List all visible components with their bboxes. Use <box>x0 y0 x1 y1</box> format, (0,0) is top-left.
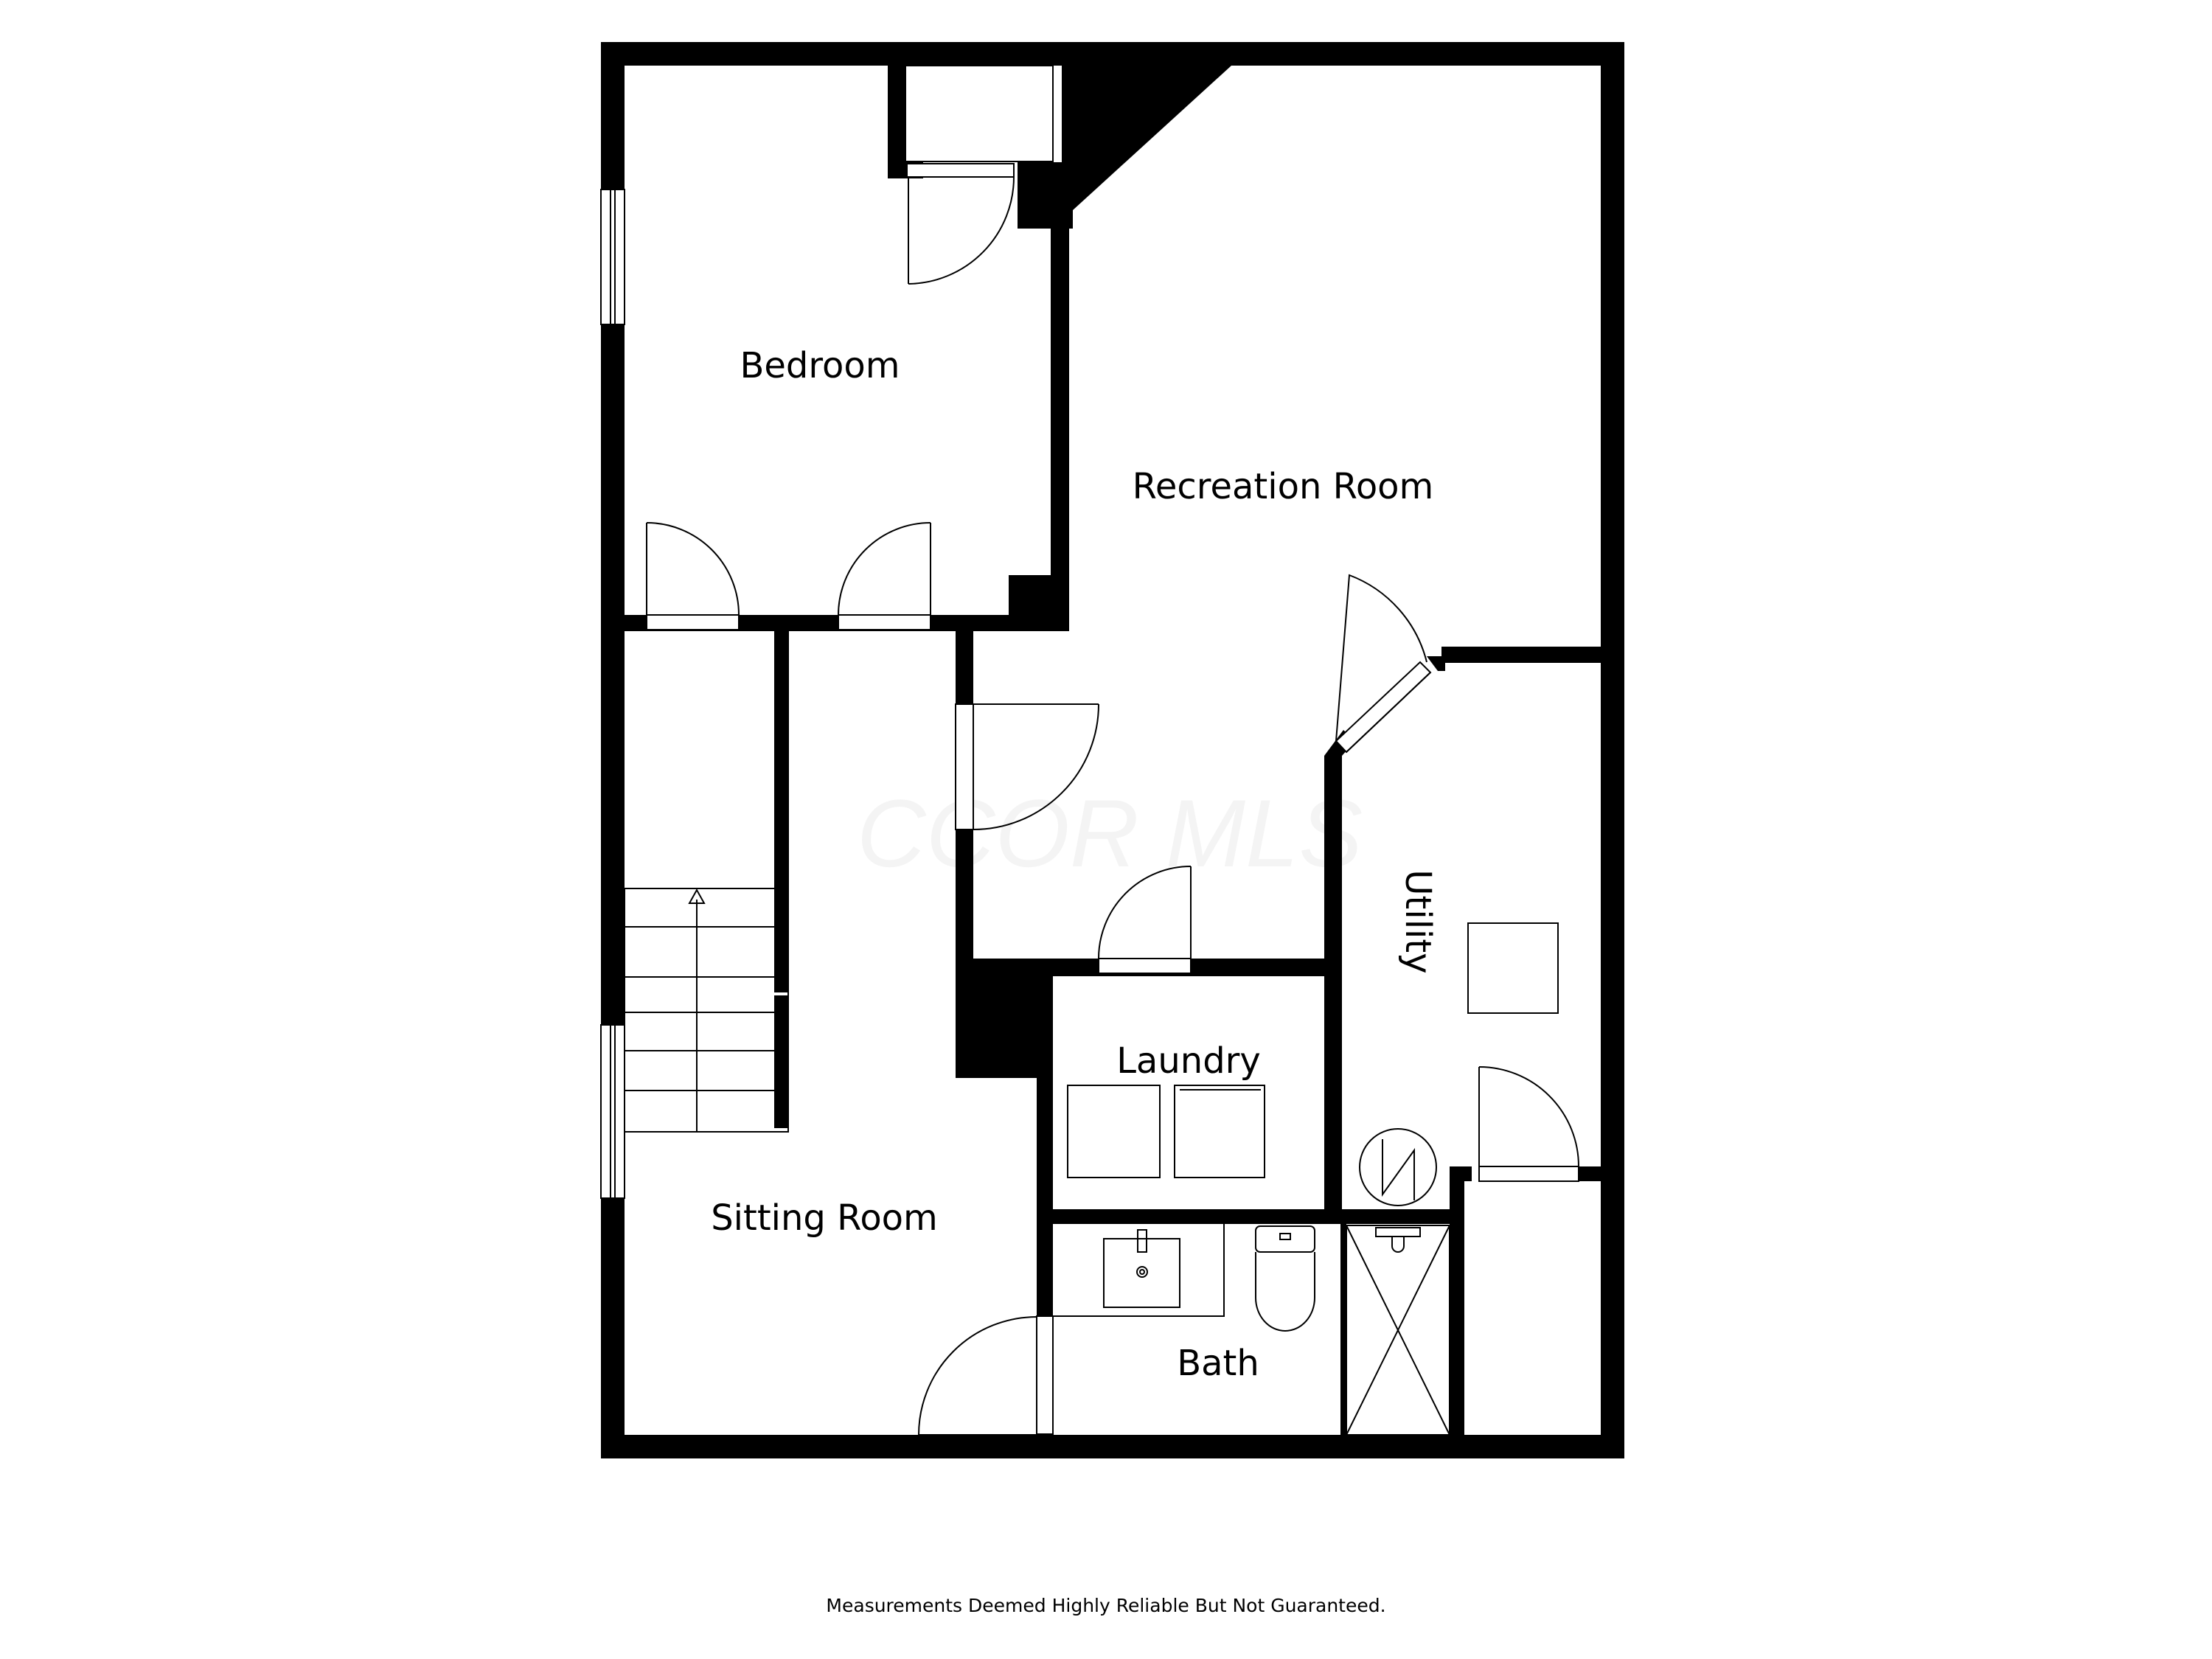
water-heater <box>1359 1128 1437 1206</box>
dryer <box>1174 1085 1265 1178</box>
bedroom-closet <box>905 65 1054 178</box>
room-label-sitting-room: Sitting Room <box>711 1197 938 1239</box>
door-laundry[interactable] <box>1098 866 1192 974</box>
door-utility[interactable] <box>1335 574 1432 754</box>
door-bedroom-right[interactable] <box>838 522 931 630</box>
door-recreation-room-west[interactable] <box>955 703 1099 830</box>
door-bedroom-left[interactable] <box>646 522 740 630</box>
room-label-recreation-room: Recreation Room <box>1133 466 1434 507</box>
shower <box>1346 1225 1450 1436</box>
staircase <box>624 888 789 1133</box>
window-bedroom <box>600 189 625 325</box>
utility-equipment <box>1467 922 1559 1014</box>
exterior-walls <box>601 42 1624 1458</box>
interior-walls <box>625 66 1601 1435</box>
watermark: CCOR MLS <box>857 779 1363 887</box>
room-label-utility: Utility <box>1397 869 1439 973</box>
footer-disclaimer: Measurements Deemed Highly Reliable But … <box>826 1595 1386 1616</box>
room-label-bedroom: Bedroom <box>740 345 900 386</box>
room-label-bath: Bath <box>1177 1343 1259 1384</box>
vanity <box>1053 1224 1225 1317</box>
door-bath[interactable] <box>918 1315 1054 1436</box>
toilet <box>1255 1225 1315 1332</box>
room-label-laundry: Laundry <box>1116 1040 1261 1082</box>
door-bedroom-closet[interactable] <box>908 176 1015 285</box>
door-utility-closet[interactable] <box>1478 1066 1579 1182</box>
window-sitting-room <box>600 1024 625 1199</box>
washer <box>1067 1085 1161 1178</box>
